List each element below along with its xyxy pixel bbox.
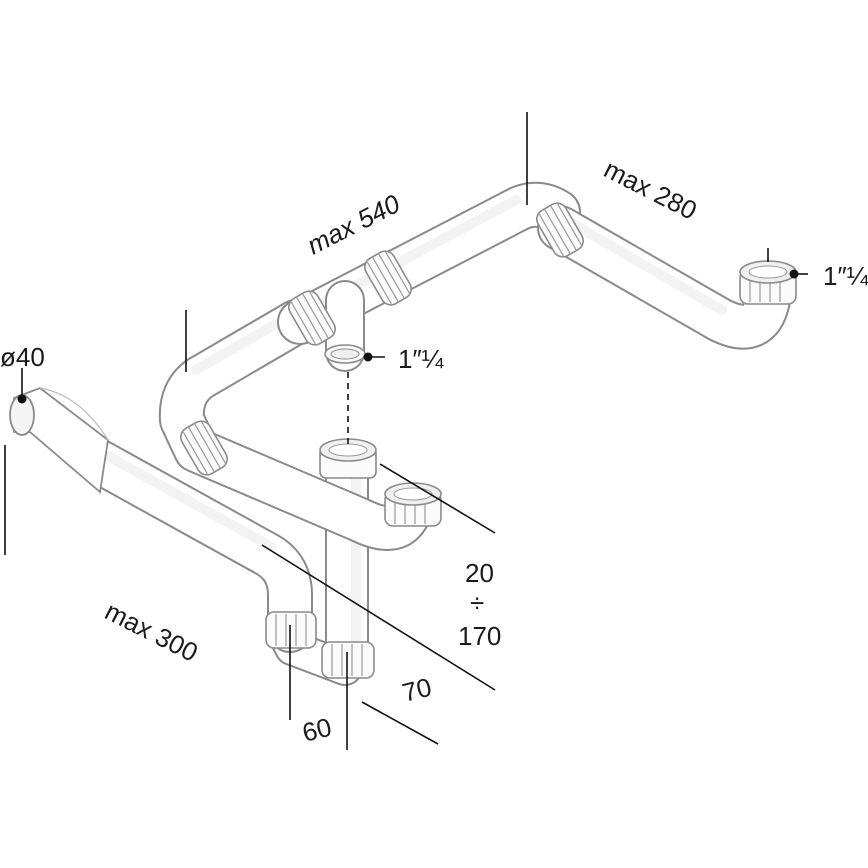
outlet-arm-pipe — [77, 439, 313, 653]
right-thread-dot — [789, 269, 799, 279]
label-diameter-outlet: ø40 — [0, 342, 45, 372]
label-height-separator: ÷ — [470, 588, 484, 618]
label-thread-center: 1″¼ — [398, 344, 444, 374]
label-depth-60: 60 — [299, 712, 334, 748]
trap-nut-left — [265, 611, 317, 649]
label-depth-70: 70 — [399, 672, 434, 708]
center-tee — [324, 280, 366, 372]
coupling-main-right — [536, 202, 584, 258]
outlet-marker-dot — [17, 394, 27, 404]
coupling-main-left — [288, 290, 336, 346]
coupling-main-mid — [364, 250, 412, 306]
riser-top-fitting — [319, 438, 377, 479]
right-sink-nut — [739, 260, 797, 305]
coupling-s-bend — [180, 420, 228, 476]
label-height-min: 20 — [465, 558, 494, 588]
outlet-cone — [9, 386, 109, 494]
left-s-bend-pipe — [158, 299, 433, 551]
center-thread-dot — [363, 352, 373, 362]
label-length-main: max 540 — [302, 188, 405, 260]
label-thread-right: 1″¼ — [823, 261, 868, 291]
trap-nut-right — [321, 641, 375, 679]
right-arm-pipe — [537, 205, 791, 350]
label-height-max: 170 — [458, 621, 501, 651]
left-sink-nut — [384, 482, 442, 527]
dimension-lines — [4, 112, 808, 750]
label-length-outlet-arm: max 300 — [100, 596, 202, 668]
label-length-right-arm: max 280 — [599, 154, 701, 226]
